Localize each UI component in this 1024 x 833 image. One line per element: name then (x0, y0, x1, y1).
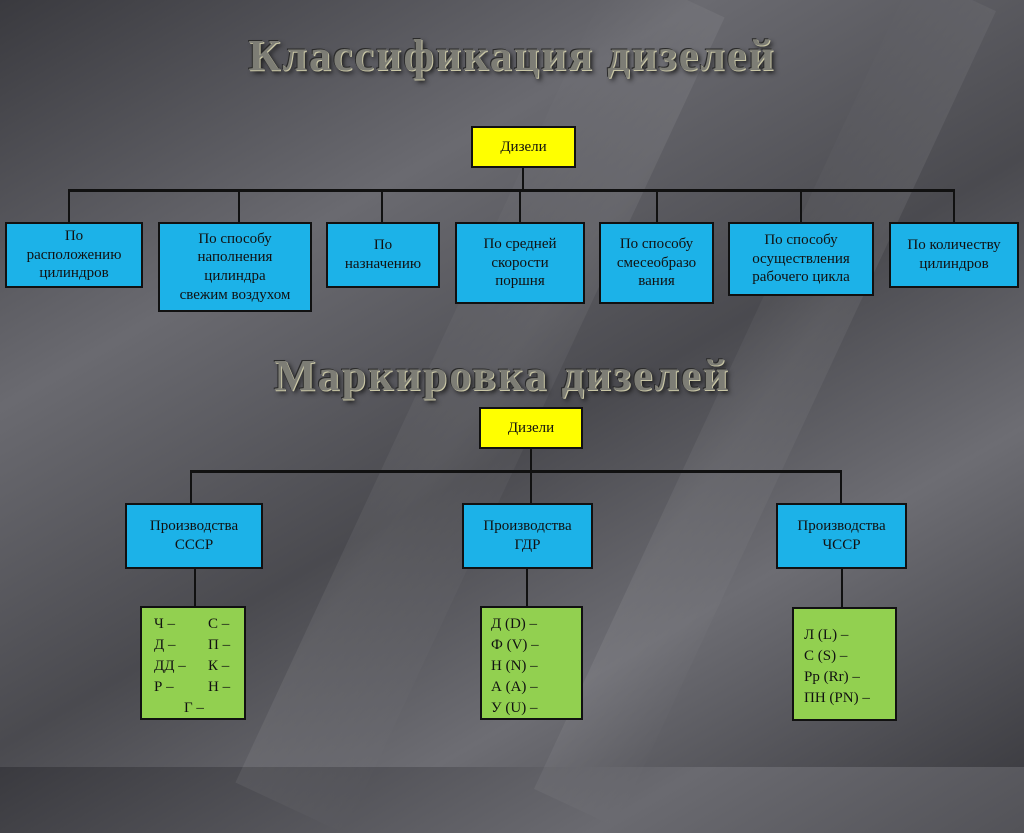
marking-title: Маркировка дизелей (274, 351, 730, 400)
connector-line (68, 189, 955, 192)
code-item: А (A) – (491, 679, 538, 695)
connector-line (194, 569, 196, 607)
code-item: ДД – (154, 658, 186, 674)
connector-line (530, 449, 532, 471)
codes-list-ussr: Ч – С – Д – П – ДД – К – Р – Н – Г – (140, 606, 246, 720)
code-item: Н – (208, 679, 231, 695)
node-label: Дизели (500, 138, 547, 155)
code-item: Ф (V) – (491, 637, 539, 653)
code-item: С – (208, 616, 230, 632)
codes-list-czechoslovakia: Л (L) – С (S) – Рр (Rr) – ПН (PN) – (792, 607, 897, 721)
code-item: ПН (PN) – (804, 690, 870, 706)
connector-line (656, 189, 658, 223)
marking-root-node: Дизели (479, 407, 583, 449)
connector-line (68, 189, 70, 223)
connector-line (841, 569, 843, 607)
code-item: К – (208, 658, 230, 674)
classification-root-node: Дизели (471, 126, 576, 168)
connector-line (953, 189, 955, 223)
connector-line (840, 470, 842, 505)
code-item: Р – (154, 679, 174, 695)
code-item: Ч – (154, 616, 175, 632)
node-label: Дизели (507, 419, 555, 436)
connector-line (800, 189, 802, 223)
code-item: Д – (154, 637, 176, 653)
code-item: У (U) – (491, 700, 538, 716)
code-item: Д (D) – (491, 616, 538, 632)
code-item: Рр (Rr) – (804, 669, 860, 685)
connector-line (238, 189, 240, 223)
codes-list-gdr: Д (D) – Ф (V) – Н (N) – А (A) – У (U) – (480, 606, 583, 720)
background-stripe (534, 0, 996, 827)
connector-line (190, 470, 842, 473)
code-item: Л (L) – (804, 627, 849, 643)
connector-line (381, 189, 383, 223)
code-item: С (S) – (804, 648, 848, 664)
connector-line (526, 569, 528, 607)
code-item: П – (208, 637, 231, 653)
code-item: Н (N) – (491, 658, 538, 674)
connector-line (519, 189, 521, 223)
connector-line (190, 470, 192, 505)
classification-title: Классификация дизелей (248, 31, 776, 80)
code-item: Г – (184, 700, 204, 716)
connector-line (530, 470, 532, 505)
connector-line (522, 168, 524, 190)
